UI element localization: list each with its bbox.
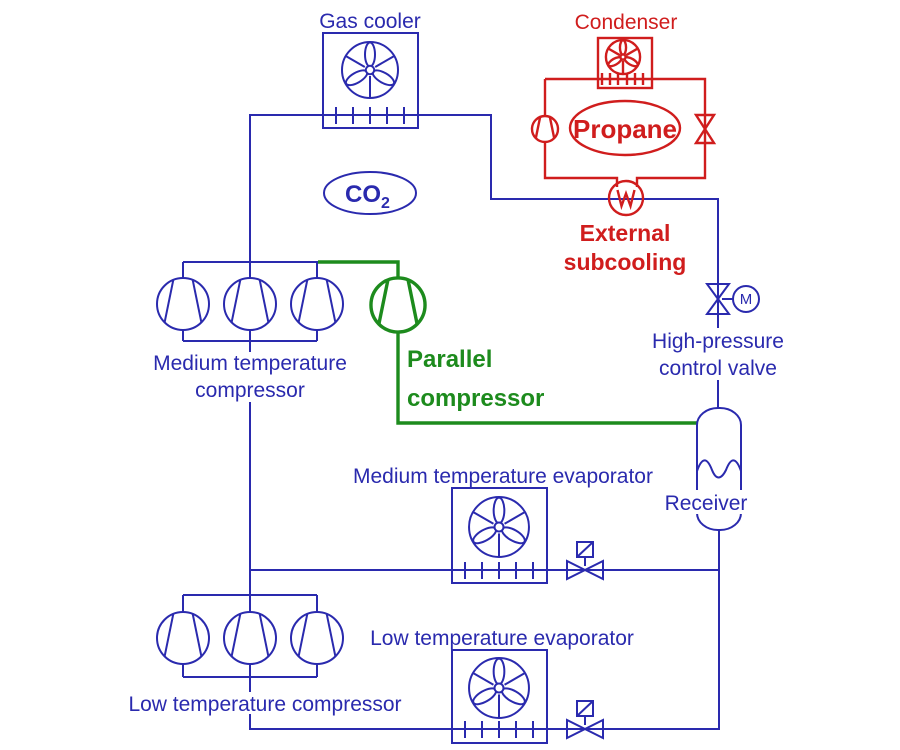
valve-icon (693, 113, 717, 145)
mt-compressor-label-line1: Medium temperature (153, 352, 347, 375)
lt-compressor-bank (156, 611, 344, 665)
vessel-icon (696, 407, 742, 531)
propane-compressor (531, 115, 559, 143)
high-pressure-control-valve: M (705, 283, 760, 315)
fan-icon (341, 41, 399, 99)
co2-badge: CO 2 (323, 171, 417, 215)
external-subcooling-label-line2: subcooling (564, 249, 687, 275)
compressor-icon (290, 277, 344, 331)
propane-valve (693, 113, 717, 145)
fan-icon (605, 39, 641, 75)
compressor-icon (223, 611, 277, 665)
gas-cooler (322, 32, 419, 129)
propane-badge: Propane (568, 99, 682, 157)
propane-label: Propane (573, 114, 677, 144)
expansion-valve-icon (566, 541, 604, 581)
compressor-icon (156, 611, 210, 665)
label-backplate (665, 490, 747, 514)
motor-label: M (740, 291, 753, 308)
compressor-icon (531, 115, 559, 143)
parallel-branch-piping (318, 260, 697, 425)
label-backplate (652, 328, 784, 380)
parallel-compressor-label-line2: compressor (407, 385, 544, 412)
condenser-label: Condenser (575, 11, 678, 34)
parallel-compressor-label-line1: Parallel (407, 346, 492, 373)
lt-evaporator-label: Low temperature evaporator (370, 627, 634, 650)
compressor-icon (290, 611, 344, 665)
heat-exchanger-icon (607, 179, 645, 217)
fan-icon (467, 656, 531, 720)
co2-label: CO (345, 181, 381, 208)
hp-valve-label-line2: control valve (659, 357, 777, 380)
mt-compressor-label-line2: compressor (195, 379, 305, 402)
mt-expansion-valve (566, 541, 604, 581)
mt-evaporator-label: Medium temperature evaporator (353, 465, 653, 488)
co2-subscript: 2 (381, 195, 390, 212)
compressor-icon (369, 276, 427, 334)
motor-icon: M (732, 285, 760, 313)
fan-icon (467, 495, 531, 559)
lt-compressor-label: Low temperature compressor (128, 693, 401, 716)
parallel-compressor (369, 276, 427, 334)
expansion-valve-icon (566, 700, 604, 740)
gas-cooler-label: Gas cooler (319, 10, 421, 33)
mt-evaporator (451, 487, 548, 584)
valve-icon (705, 283, 731, 315)
label-backplate (128, 692, 403, 714)
condenser (596, 36, 654, 90)
external-subcooling-label-line1: External (580, 220, 671, 246)
external-subcooling-hx (607, 179, 645, 217)
mt-compressor-bank (156, 277, 344, 331)
receiver-label: Receiver (665, 492, 748, 515)
compressor-icon (156, 277, 210, 331)
label-backplate (148, 352, 353, 402)
lt-evaporator (451, 649, 548, 744)
lt-expansion-valve (566, 700, 604, 740)
receiver-vessel (696, 407, 742, 531)
hp-valve-label-line1: High-pressure (652, 330, 784, 353)
compressor-icon (223, 277, 277, 331)
